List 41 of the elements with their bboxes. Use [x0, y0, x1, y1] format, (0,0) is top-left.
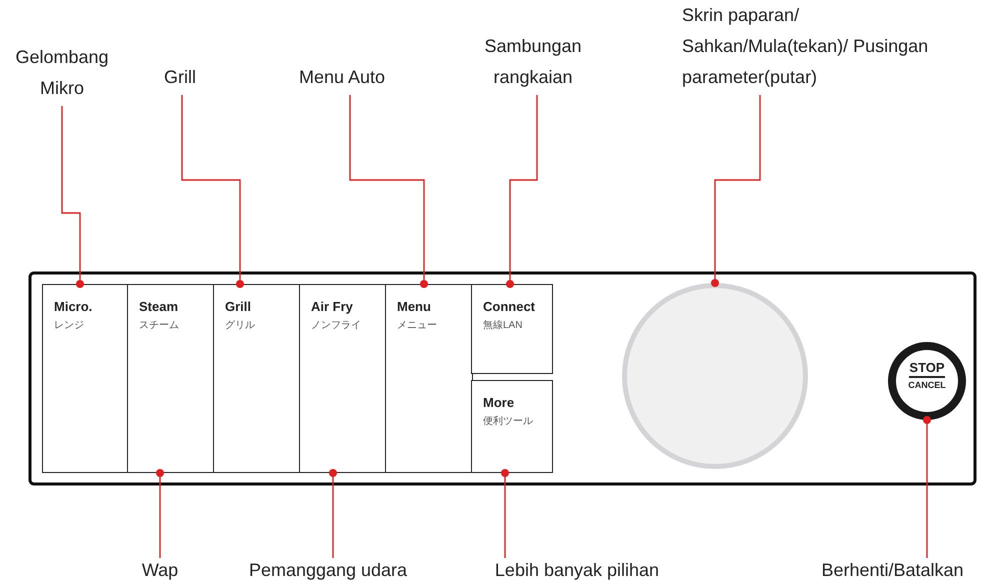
callout-label: Menu Auto [272, 62, 412, 93]
button-label: STOP [909, 360, 945, 378]
button-sublabel: CANCEL [908, 380, 946, 390]
callout-label: Pemanggang udara [218, 555, 438, 586]
mode-key [42, 284, 129, 473]
callout-label: Skrin paparan/ Sahkan/Mula(tekan)/ Pusingan parameter(putar) [682, 0, 932, 93]
mode-key [471, 284, 553, 374]
mode-key [213, 284, 301, 473]
key-label: Steam [139, 299, 178, 314]
mode-key [471, 380, 553, 473]
leader-line [923, 416, 931, 558]
key-sublabel: レンジ [54, 319, 84, 332]
key-label: Menu [397, 299, 431, 314]
leader-line [349, 95, 428, 288]
leader-line [506, 95, 538, 288]
callout-label: Sambungan rangkaian [468, 31, 598, 93]
callout-label: Berhenti/Batalkan [800, 555, 985, 586]
key-label: Connect [483, 299, 535, 314]
key-sublabel: メニュー [397, 319, 437, 332]
key-sublabel: ノンフライ [311, 319, 361, 332]
callout-label: Grill [130, 62, 230, 93]
key-sublabel: グリル [225, 319, 255, 332]
callout-label: Wap [110, 555, 210, 586]
mode-key [299, 284, 387, 473]
key-label: More [483, 395, 514, 410]
leader-line [181, 95, 244, 288]
leader-line [329, 469, 337, 558]
leader-line [61, 106, 84, 288]
leader-line [711, 95, 761, 287]
key-sublabel: 無線LAN [483, 319, 522, 332]
key-label: Air Fry [311, 299, 353, 314]
mode-key [127, 284, 215, 473]
callout-label: Lebih banyak pilihan [462, 555, 692, 586]
leader-line [156, 469, 164, 558]
callout-label: Gelombang Mikro [2, 42, 122, 104]
key-label: Micro. [54, 299, 92, 314]
key-label: Grill [225, 299, 252, 314]
mode-key [385, 284, 473, 473]
key-sublabel: 便利ツール [483, 414, 533, 428]
key-sublabel: スチーム [139, 319, 179, 332]
leader-line [501, 469, 509, 558]
